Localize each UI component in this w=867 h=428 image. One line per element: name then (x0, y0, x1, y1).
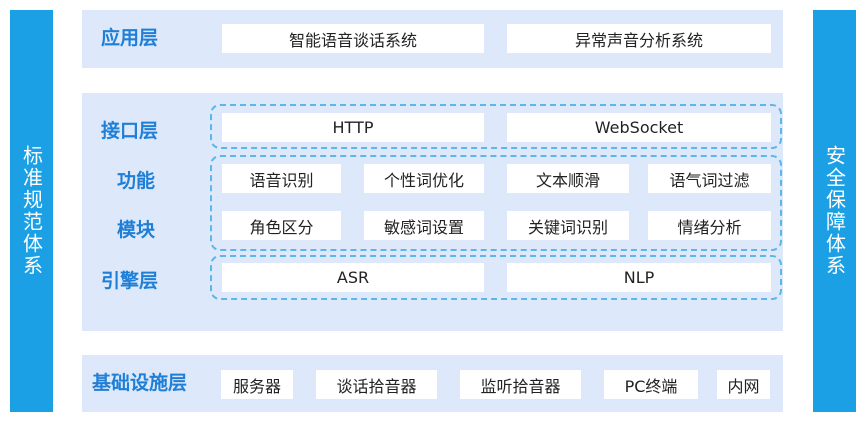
interface-layer-group (210, 104, 782, 149)
standards-sidebar-label: 标准规范体系 (19, 145, 44, 277)
function-item-filler-filter: 语气词过滤 (648, 164, 771, 193)
standards-sidebar: 标准规范体系 (10, 10, 53, 412)
function-module-group (210, 155, 782, 251)
base-item-monitor-microphone: 监听拾音器 (460, 370, 581, 399)
app-item-voice-talk: 智能语音谈话系统 (222, 24, 484, 53)
engine-item-nlp: NLP (507, 263, 771, 292)
function-item-custom-words: 个性词优化 (364, 164, 484, 193)
engine-layer-group (210, 255, 782, 300)
function-item-role-distinction: 角色区分 (222, 211, 341, 240)
engine-layer-label: 引擎层 (101, 270, 159, 292)
base-layer-label: 基础设施层 (92, 372, 188, 394)
function-module-label-bottom: 模块 (117, 219, 156, 241)
base-item-server: 服务器 (221, 370, 293, 399)
function-item-keyword-recognition: 关键词识别 (507, 211, 629, 240)
base-item-intranet: 内网 (717, 370, 770, 399)
interface-layer-label: 接口层 (101, 120, 159, 142)
function-item-sensitive-words: 敏感词设置 (364, 211, 484, 240)
interface-item-http: HTTP (222, 113, 484, 142)
function-item-speech-recognition: 语音识别 (222, 164, 341, 193)
security-sidebar: 安全保障体系 (813, 10, 856, 412)
engine-item-asr: ASR (222, 263, 484, 292)
function-module-label-top: 功能 (117, 170, 156, 192)
security-sidebar-label: 安全保障体系 (822, 145, 847, 277)
app-layer-label: 应用层 (101, 27, 159, 49)
function-item-emotion-analysis: 情绪分析 (648, 211, 771, 240)
base-item-pc-terminal: PC终端 (604, 370, 698, 399)
interface-item-websocket: WebSocket (507, 113, 771, 142)
base-item-talk-microphone: 谈话拾音器 (316, 370, 437, 399)
app-item-abnormal-sound: 异常声音分析系统 (507, 24, 771, 53)
function-item-text-smoothing: 文本顺滑 (507, 164, 629, 193)
